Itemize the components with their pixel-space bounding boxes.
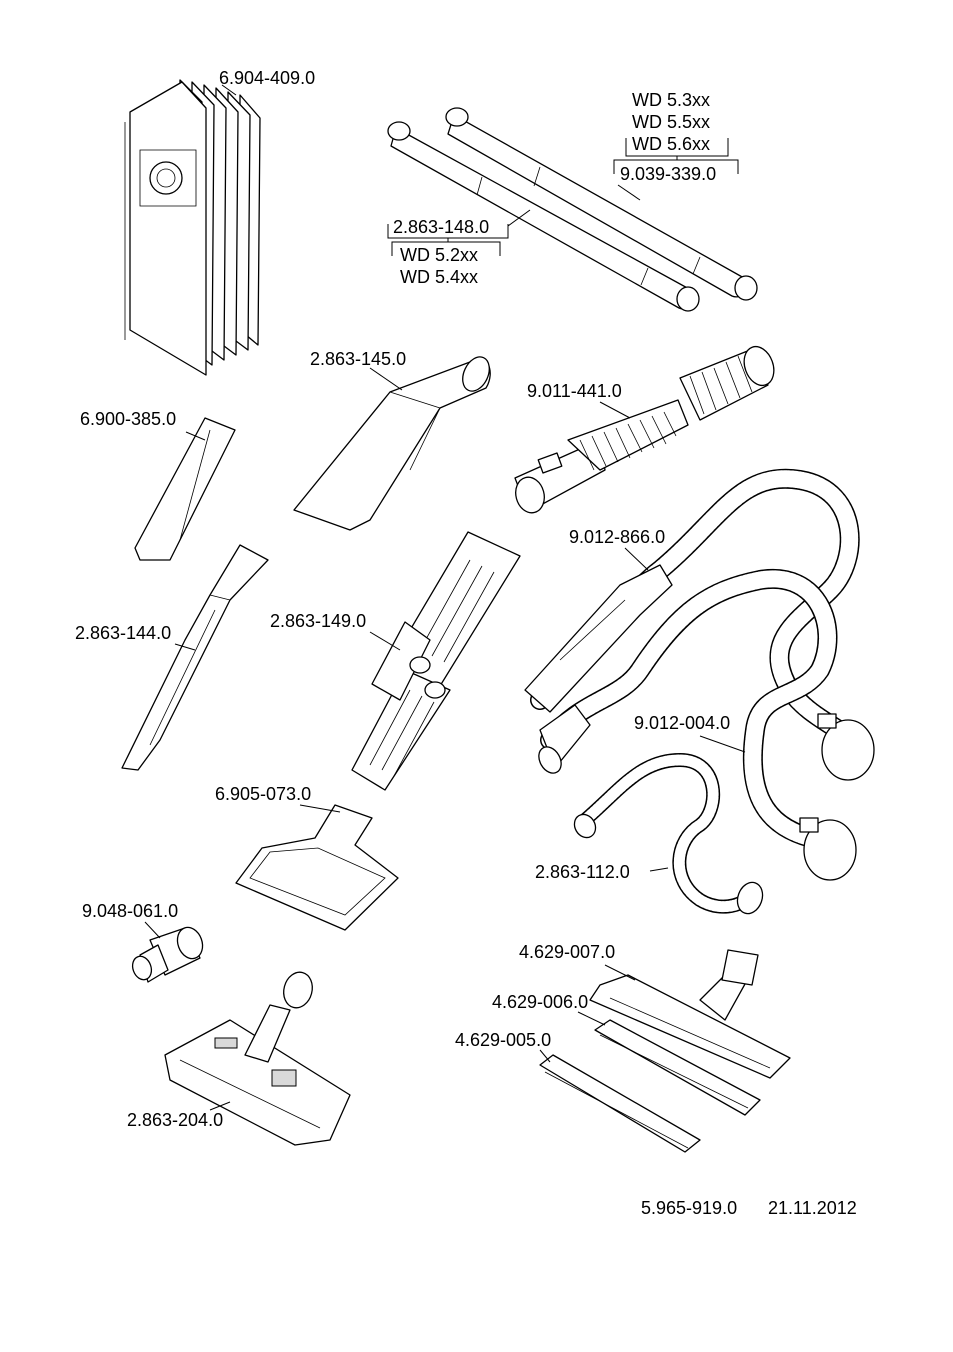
doc-number: 5.965-919.0 xyxy=(641,1198,737,1218)
label-model-wd56: WD 5.6xx xyxy=(632,134,710,154)
label-floor-nozzle-switch: 2.863-204.0 xyxy=(127,1110,223,1130)
wide-nozzle-illustration xyxy=(236,805,398,930)
label-model-wd55: WD 5.5xx xyxy=(632,112,710,132)
label-bags: 6.904-409.0 xyxy=(219,68,315,88)
label-upholstery-nozzle: 2.863-145.0 xyxy=(310,349,406,369)
label-wide-nozzle: 6.905-073.0 xyxy=(215,784,311,804)
label-adapter-hose: 9.011-441.0 xyxy=(527,381,622,401)
label-model-wd54: WD 5.4xx xyxy=(400,267,478,287)
label-strip-brush: 4.629-005.0 xyxy=(455,1030,551,1050)
label-hose-small: 2.863-112.0 xyxy=(535,862,630,882)
dust-bags-illustration xyxy=(125,80,260,375)
adapter-illustration xyxy=(129,924,206,982)
label-tube-wd53: 9.039-339.0 xyxy=(620,164,716,184)
crevice-short-illustration xyxy=(135,418,235,560)
window-strips-illustration xyxy=(352,532,520,790)
crevice-long-illustration xyxy=(122,545,268,770)
label-floor-nozzle-wet: 4.629-007.0 xyxy=(519,942,615,962)
label-crevice-long: 2.863-144.0 xyxy=(75,623,171,643)
hose-small-illustration xyxy=(570,760,766,917)
label-adapter: 9.048-061.0 xyxy=(82,901,178,921)
label-tube-wd52: 2.863-148.0 xyxy=(393,217,489,237)
label-suction-hose: 9.012-004.0 xyxy=(634,713,730,733)
doc-date: 21.11.2012 xyxy=(768,1198,857,1218)
label-window-strips: 2.863-149.0 xyxy=(270,611,366,631)
label-suction-hose-handle: 9.012-866.0 xyxy=(569,527,665,547)
label-strip-rubber: 4.629-006.0 xyxy=(492,992,588,1012)
label-crevice-short: 6.900-385.0 xyxy=(80,409,176,429)
label-model-wd52: WD 5.2xx xyxy=(400,245,478,265)
upholstery-nozzle-illustration xyxy=(294,353,494,530)
label-model-wd53: WD 5.3xx xyxy=(632,90,710,110)
floor-nozzle-wet-illustration xyxy=(590,950,790,1078)
